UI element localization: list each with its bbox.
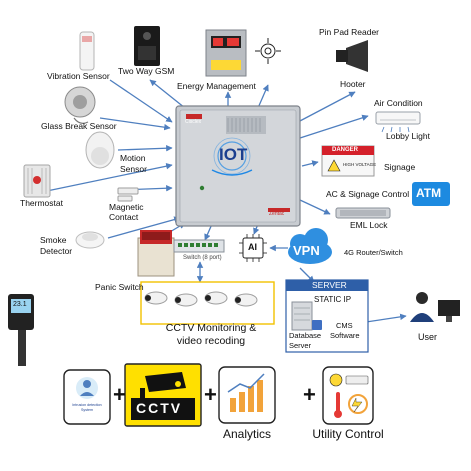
vibration-sensor-device [79,31,95,71]
vpn-cloud-icon [288,228,332,264]
arrow-aircon [299,114,369,139]
signage-label: Signage [384,162,416,172]
cctv-logo-text: CCTV [136,400,183,416]
air-condition-device [375,111,421,133]
panic-switch-device [137,230,175,277]
magnetic-contact-label-line1: Magnetic [109,202,144,212]
hooter-label: Hooter [340,79,366,89]
vibration-sensor-label: Vibration Sensor [47,71,110,81]
eml-lock-device [335,207,391,219]
server-database-line1: Database [289,331,322,340]
router-switch-label: 4G Router/Switch [344,248,403,257]
cctv-camera-icons [144,291,258,307]
panic-switch-label: Panic Switch [95,282,144,292]
smoke-detector-device [75,231,105,249]
energy-management-label: Energy Management [177,81,256,91]
danger-sign-device [321,145,375,177]
arrow-motion [117,144,173,152]
smoke-detector-label-line1: Smoke [40,235,67,245]
gsm-device [134,26,160,66]
danger-sign-title: DANGER [332,147,359,153]
plus-1: + [113,382,126,407]
arrow-vibration [109,79,173,123]
thermostat-label: Thermostat [20,198,63,208]
cctv-caption-line2: video recoding [176,335,246,347]
ai-chip-icon [239,234,267,262]
arrow-signage [301,160,319,167]
intrusion-detection-panel [63,369,111,425]
plus-2: + [204,382,217,407]
analytics-label: Analytics [222,427,272,441]
motion-sensor-label-line2: Sensor [120,164,147,174]
motion-sensor-label-line1: Motion [120,153,146,163]
glass-break-sensor-device [64,86,96,124]
arrow-smoke [107,216,181,239]
panel-brand: Cisclex [185,119,202,125]
arrow-eml [299,199,331,215]
user-icon [410,292,460,322]
ac-signage-control-label: AC & Signage Control [326,189,410,199]
atm-sign [412,182,450,206]
panel-iot-text: IOT [219,145,248,164]
hooter-device [336,40,368,72]
arrow-thermostat [41,163,173,193]
plus-3: + [303,382,316,407]
panel-brand-footer: Zentac [269,211,285,217]
two-way-gsm-label: Two Way GSM [118,66,175,76]
analytics-panel [218,366,276,424]
arrow-hooter [297,91,356,123]
thermometer-device [8,294,34,366]
pin-pad-icon [255,38,281,64]
magnetic-contact-label-line2: Contact [109,212,139,222]
atm-text: ATM [416,186,442,200]
server-title: SERVER [312,280,347,290]
air-condition-label: Air Condition [374,98,423,108]
intrusion-label-line2: System [81,408,93,412]
server-cms-line1: CMS [336,321,353,330]
server-database-line2: Server [289,341,312,350]
thermometer-reading: 23.1 [13,301,27,308]
cctv-caption-line1: CCTV Monitoring & [165,322,257,334]
utility-control-label: Utility Control [312,427,384,441]
arrow-switch [204,223,213,241]
server-cms-line2: Software [330,331,360,340]
user-label: User [418,332,438,342]
arrow-glassbreak [99,117,171,131]
arrow-user [365,313,407,323]
iot-control-panel [175,105,301,227]
thermostat-device [23,164,51,198]
pin-pad-reader-label: Pin Pad Reader [319,27,380,37]
server-static-ip: STATIC IP [314,295,352,304]
utility-control-panel [322,366,374,425]
smoke-detector-label-line2: Detector [40,246,73,256]
glass-break-sensor-label: Glass Break Sensor [41,121,117,131]
magnetic-contact-device [117,187,139,202]
arrow-gsm [149,79,186,109]
eml-lock-label: EML Lock [350,220,388,230]
lobby-light-label: Lobby Light [386,131,430,141]
vpn-label: VPN [293,243,320,258]
network-switch-device [173,239,225,253]
switch-label: Switch (8 port) [183,255,222,261]
server-box [285,279,369,353]
ai-label: AI [248,242,257,252]
arrow-pinpad [257,84,269,109]
intrusion-label-line1: Intrusion detection [72,403,102,407]
cctv-logo-panel [124,363,202,427]
danger-sign-subtitle: HIGH VOLTAGE [343,162,377,167]
cctv-box [140,281,275,325]
motion-sensor-device [85,131,115,169]
energy-meter-device [205,29,247,77]
